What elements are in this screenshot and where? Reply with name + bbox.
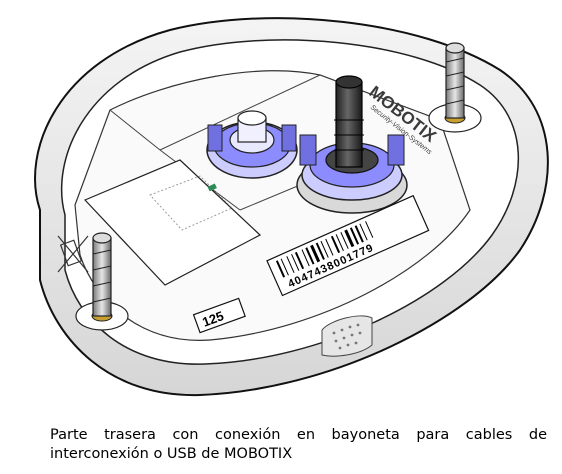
part-number-tag: 125 xyxy=(192,297,246,334)
barcode-bar xyxy=(359,223,368,241)
vent-grid xyxy=(321,315,373,357)
barcode-bar xyxy=(344,229,355,248)
barcode-bar xyxy=(315,242,325,260)
barcode-bar xyxy=(305,247,315,265)
barcode-bar xyxy=(354,225,364,243)
bayonet-connector-left xyxy=(206,110,298,179)
barcode-bar xyxy=(275,260,286,278)
barcode-bar xyxy=(330,235,341,254)
barcode-bar xyxy=(280,258,289,276)
barcode-bar xyxy=(365,221,374,238)
circuit-board xyxy=(83,159,262,286)
barcode-bar xyxy=(286,256,295,273)
wall-plug-left xyxy=(75,232,129,331)
bayonet-connector-right xyxy=(296,134,408,214)
figure-caption: Parte trasera con conexión en bayoneta p… xyxy=(50,427,547,462)
barcode-bar xyxy=(325,238,334,256)
part-number: 125 xyxy=(200,308,226,330)
barcode-bar xyxy=(320,240,329,258)
barcode-bar xyxy=(310,244,321,263)
barcode-bar xyxy=(301,249,310,267)
barcode-bar xyxy=(349,227,360,245)
barcode-bar xyxy=(340,232,349,249)
wall-plug-right xyxy=(428,42,482,133)
no-plug-symbol xyxy=(57,235,89,273)
barcode-bar xyxy=(294,251,305,270)
product-illustration: MOBOTIX Security-Vision-Systems 40474380… xyxy=(34,17,549,397)
barcode-bar xyxy=(291,254,300,271)
cable xyxy=(334,75,364,168)
barcode-bar xyxy=(335,234,344,252)
